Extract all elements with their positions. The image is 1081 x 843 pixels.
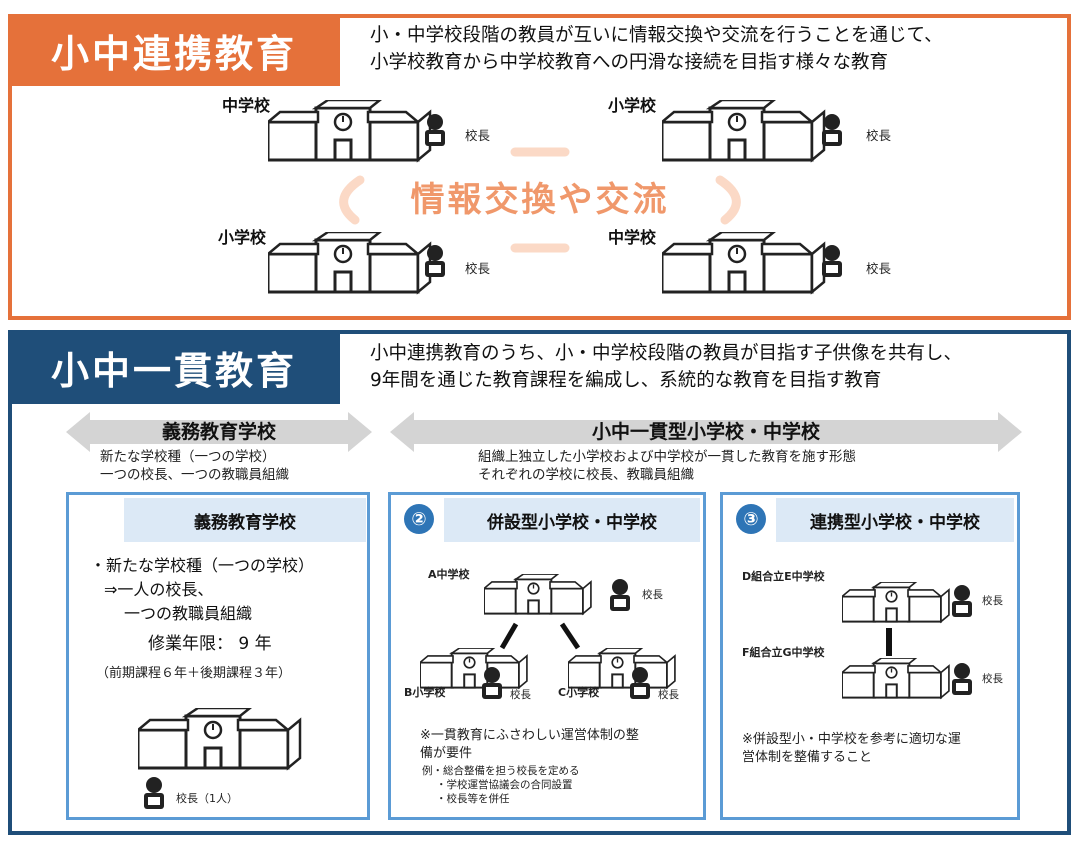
- integrated-title: 小中一貫教育: [8, 330, 340, 404]
- integrated-description: 小中連携教育のうち、小・中学校段階の教員が目指す子供像を共有し、 9年間を通じた…: [370, 340, 1060, 394]
- principal-label: 校長: [866, 261, 892, 276]
- collaboration-title: 小中連携教育: [8, 14, 340, 86]
- principal-icon: [144, 777, 164, 809]
- cooperative-school-box: [720, 492, 1020, 820]
- principal-icon: [952, 585, 972, 617]
- school-label-elementary-2: 小学校: [218, 228, 267, 247]
- principal-icon: [822, 245, 842, 277]
- school-building-icon: [662, 100, 826, 162]
- cooperative-school-box-header: 連携型小学校・中学校: [776, 498, 1014, 542]
- principal-icon: [822, 114, 842, 146]
- box3-principal-f: 校長: [982, 673, 1003, 685]
- box2-note-line2: 備が要件: [420, 746, 473, 761]
- compulsory-school-box-header: 義務教育学校: [124, 498, 366, 542]
- school-building-icon: [842, 582, 950, 623]
- box1-line2: ⇒一人の校長、: [104, 580, 214, 599]
- integrated-desc-line1: 小中連携教育のうち、小・中学校段階の教員が目指す子供像を共有し、: [370, 343, 963, 364]
- collaboration-description: 小・中学校段階の教員が互いに情報交換や交流を行うことを通じて、 小学校教育から中…: [370, 22, 1060, 76]
- principal-label: 校長: [866, 128, 892, 143]
- school-building-icon: [662, 232, 826, 294]
- box2-principal-a: 校長: [642, 589, 663, 601]
- principal-icon: [630, 667, 650, 699]
- box2-example-2: ・学校運営協議会の合同設置: [436, 779, 573, 791]
- box2-note-line1: ※一貫教育にふさわしい運営体制の整: [420, 728, 639, 743]
- box3-number-badge: ③: [736, 504, 766, 534]
- school-building-icon: [842, 658, 950, 699]
- principal-label: 校長: [465, 261, 491, 276]
- principal-icon: [425, 114, 445, 146]
- box2-example-3: ・校長等を併任: [436, 793, 510, 805]
- box2-principal-c: 校長: [658, 689, 679, 701]
- school-building-icon: [420, 648, 528, 689]
- school-building-icon: [568, 648, 676, 689]
- box2-example-1: 例・総合整備を担う校長を定める: [422, 765, 580, 777]
- compulsory-school-arrow-title: 義務教育学校: [161, 421, 276, 443]
- principal-icon: [425, 245, 445, 277]
- school-building-icon: [268, 100, 432, 162]
- compulsory-school-arrow-sub2: 一つの校長、一つの教職員組織: [100, 467, 289, 483]
- principal-icon: [952, 663, 972, 695]
- box1-line3: 一つの教職員組織: [124, 604, 253, 623]
- school-building-icon: [138, 708, 302, 770]
- principal-label: 校長: [465, 128, 491, 143]
- exchange-arcs: [339, 147, 741, 253]
- box3-note-line2: 営体制を整備すること: [742, 750, 873, 765]
- box3-school-d: D組合立E中学校: [742, 570, 825, 583]
- box2-principal-b: 校長: [510, 689, 531, 701]
- exchange-arc-right: [715, 175, 741, 225]
- box1-years-detail: （前期課程６年＋後期課程３年）: [96, 666, 292, 681]
- integrated-type-arrow-sub1: 組織上独立した小学校および中学校が一貫した教育を施す形態: [478, 449, 856, 465]
- box2-school-b: B小学校: [404, 686, 446, 699]
- connector-lines: [499, 622, 581, 650]
- integrated-desc-line2: 9年間を通じた教育課程を編成し、系統的な教育を目指す教育: [370, 370, 882, 391]
- compulsory-school-arrow-sub1: 新たな学校種（一つの学校）: [100, 449, 276, 465]
- collaboration-desc-line1: 小・中学校段階の教員が互いに情報交換や交流を行うことを通じて、: [370, 25, 943, 46]
- compulsory-school-arrow: [66, 412, 372, 452]
- box1-line1: ・新たな学校種（一つの学校）: [90, 556, 315, 575]
- integrated-type-arrow-title: 小中一貫型小学校・中学校: [591, 421, 820, 443]
- collaboration-desc-line2: 小学校教育から中学校教育への円滑な接続を目指す様々な教育: [370, 52, 889, 73]
- connector-line: [886, 628, 892, 656]
- exchange-label: 情報交換や交流: [410, 180, 670, 220]
- box2-school-c: C小学校: [558, 686, 600, 699]
- principal-icon: [482, 667, 502, 699]
- school-label-middle-2: 中学校: [608, 228, 657, 247]
- exchange-arc-left: [339, 175, 365, 225]
- joint-school-box-header: 併設型小学校・中学校: [444, 498, 700, 542]
- integrated-type-arrow-sub2: それぞれの学校に校長、教職員組織: [478, 467, 694, 483]
- box2-school-a: A中学校: [428, 568, 470, 581]
- box3-note-line1: ※併設型小・中学校を参考に適切な運: [742, 732, 961, 747]
- principal-icon: [610, 579, 630, 611]
- school-label-elementary-1: 小学校: [608, 96, 657, 115]
- school-label-middle-1: 中学校: [222, 96, 271, 115]
- box3-principal-d: 校長: [982, 595, 1003, 607]
- box1-years: 修業年限： 9 年: [148, 634, 272, 654]
- integrated-type-arrow: [390, 412, 1022, 452]
- school-building-icon: [484, 574, 592, 615]
- box1-principal-label: 校長（1人）: [176, 792, 238, 805]
- school-building-icon: [268, 232, 432, 294]
- box3-school-f: F組合立G中学校: [742, 646, 825, 659]
- box2-number-badge: ②: [404, 504, 434, 534]
